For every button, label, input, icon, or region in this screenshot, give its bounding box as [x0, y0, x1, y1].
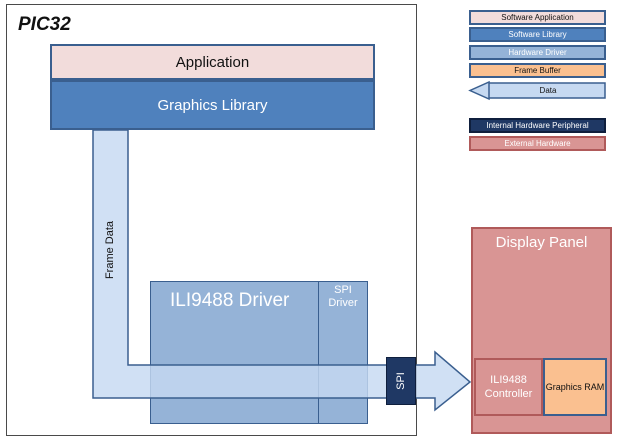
- legend-data-label: Data: [539, 86, 557, 95]
- spi-driver-divider: [318, 281, 319, 424]
- legend-frame-buffer: Frame Buffer: [469, 63, 606, 78]
- legend-internal-hardware-peripheral: Internal Hardware Peripheral: [469, 118, 606, 133]
- application-box: Application: [50, 44, 375, 80]
- frame-data-label: Frame Data: [104, 220, 116, 280]
- spi-peripheral-box: [386, 357, 416, 405]
- graphics-ram-box: Graphics RAM: [543, 358, 607, 416]
- legend-data-arrow-icon: [468, 80, 606, 101]
- ili9488-driver-label: ILI9488 Driver: [170, 290, 290, 311]
- display-panel-label: Display Panel: [495, 234, 588, 251]
- spi-label: SPI: [395, 372, 407, 390]
- spi-driver-label: SPI Driver: [328, 284, 358, 309]
- legend-software-application: Software Application: [469, 10, 606, 25]
- ili9488-controller-box: ILI9488 Controller: [474, 358, 543, 416]
- legend-hardware-driver: Hardware Driver: [469, 45, 606, 60]
- frame-data-arrow: [92, 129, 472, 412]
- legend-external-hardware: External Hardware: [469, 136, 606, 151]
- pic32-title: PIC32: [18, 14, 71, 35]
- graphics-library-box: Graphics Library: [50, 80, 375, 130]
- legend-software-library: Software Library: [469, 27, 606, 42]
- ili9488-driver-box: [150, 281, 368, 424]
